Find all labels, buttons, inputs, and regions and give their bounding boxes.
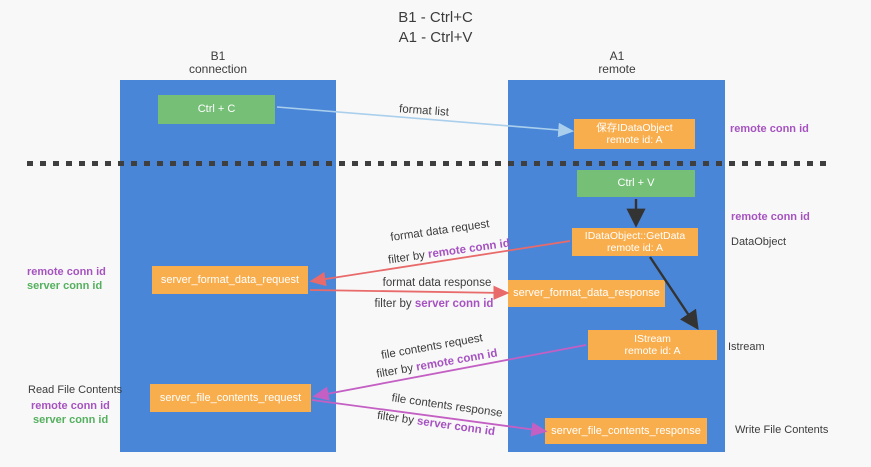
server-file-contents-request-node: server_file_contents_request: [150, 384, 311, 412]
istream-node: IStream remote id: A: [588, 330, 717, 360]
server-format-data-request-node: server_format_data_request: [152, 266, 308, 294]
title-line-b1: B1 - Ctrl+C: [398, 9, 473, 26]
filter-by-prefix: filter by: [375, 361, 418, 381]
getdata-node: IDataObject::GetData remote id: A: [572, 228, 698, 256]
right-column-header: A1 remote: [557, 50, 677, 76]
format-data-response-edge-label: format data response: [382, 277, 492, 289]
server-file-contents-request-label: server_file_contents_request: [159, 391, 302, 404]
left-column-name: B1: [210, 49, 226, 63]
server-file-contents-response-label: server_file_contents_response: [551, 424, 701, 437]
server-conn-id-left-1: server conn id: [27, 280, 103, 292]
format-data-request-edge-label: format data request: [389, 218, 491, 244]
dataobject-side-label: DataObject: [731, 236, 787, 248]
filter-by-server-1-label: filter by server conn id: [375, 298, 494, 310]
filter-by-prefix: filter by: [374, 298, 415, 310]
save-dataobject-node: 保存IDataObject remote id: A: [574, 119, 695, 149]
remote-conn-id-left-2: remote conn id: [31, 400, 110, 412]
server-conn-id-highlight: server conn id: [414, 298, 494, 310]
getdata-line2: remote id: A: [606, 242, 664, 254]
server-format-data-request-label: server_format_data_request: [160, 273, 300, 286]
istream-line2: remote id: A: [624, 345, 681, 357]
ctrl-v-node: Ctrl + V: [577, 170, 695, 197]
ctrl-c-label: Ctrl + C: [197, 103, 236, 115]
format-list-edge-label: format list: [398, 103, 450, 119]
save-dataobject-line2: remote id: A: [606, 134, 663, 146]
right-column-role: remote: [598, 62, 636, 76]
left-column-header: B1 connection: [158, 50, 278, 76]
format-data-response-arrow: [309, 285, 510, 301]
write-file-contents-label: Write File Contents: [735, 424, 829, 436]
filter-by-prefix: filter by: [387, 248, 429, 267]
getdata-line1: IDataObject::GetData: [584, 229, 686, 242]
server-format-data-response-label: server_format_data_response: [513, 287, 660, 299]
server-conn-id-highlight: server conn id: [416, 415, 496, 439]
filter-by-remote-1-label: filter by remote conn id: [387, 238, 510, 267]
save-dataobject-line1: 保存IDataObject: [596, 121, 673, 134]
ctrl-v-label: Ctrl + V: [617, 177, 655, 189]
remote-conn-id-highlight: remote conn id: [427, 237, 511, 261]
filter-by-prefix: filter by: [376, 409, 418, 428]
right-column-name: A1: [609, 49, 625, 63]
remote-conn-id-right-mid: remote conn id: [731, 211, 810, 223]
istream-side-label: Istream: [728, 341, 765, 353]
read-file-contents-label: Read File Contents: [28, 384, 123, 396]
server-file-contents-response-node: server_file_contents_response: [545, 418, 707, 444]
ctrl-c-node: Ctrl + C: [158, 95, 275, 124]
left-column-role: connection: [188, 62, 248, 76]
istream-line1: IStream: [634, 332, 671, 345]
server-format-data-response-node: server_format_data_response: [508, 280, 665, 307]
remote-conn-id-right-top: remote conn id: [730, 123, 809, 135]
diagram-title: B1 - Ctrl+C A1 - Ctrl+V: [0, 8, 871, 48]
server-conn-id-left-2: server conn id: [33, 414, 109, 426]
remote-conn-id-left-1: remote conn id: [27, 266, 106, 278]
title-line-a1: A1 - Ctrl+V: [398, 29, 473, 46]
